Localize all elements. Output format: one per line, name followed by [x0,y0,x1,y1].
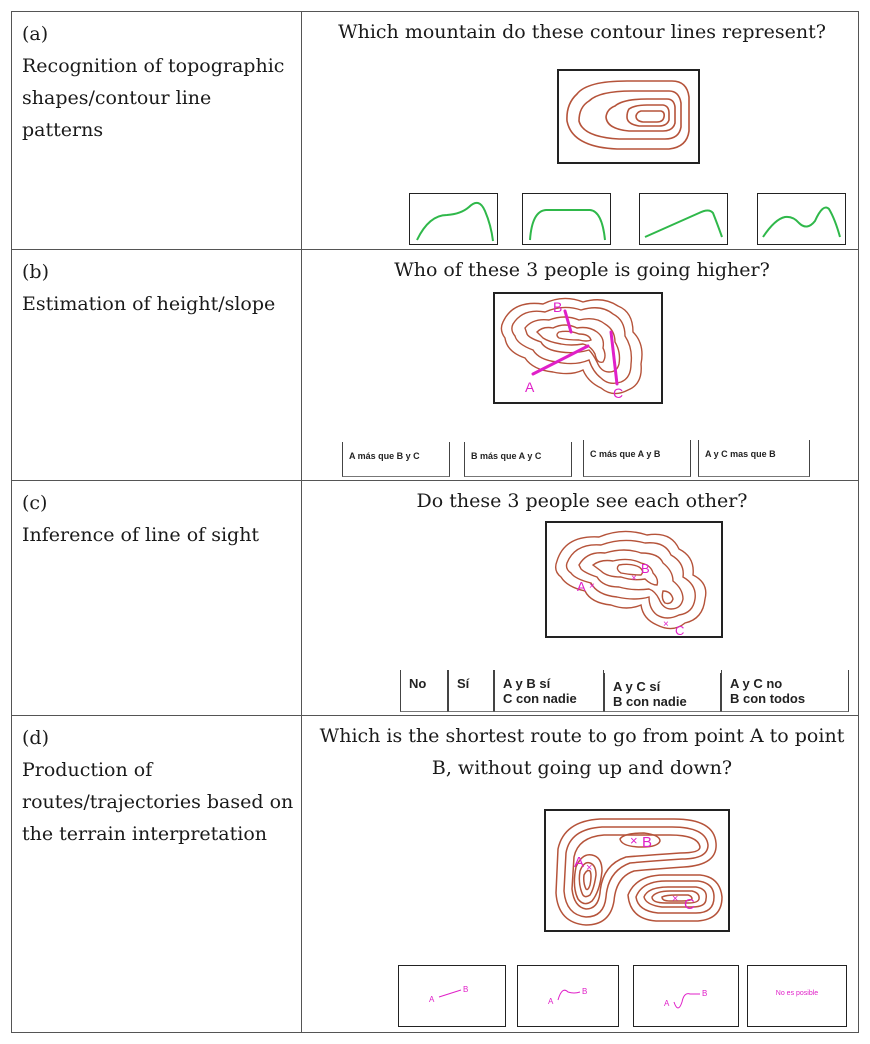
row-description-line: patterns [22,119,104,141]
map-label: C [613,385,623,401]
row-d: (d) Production of routes/trajectories ba… [12,716,858,1032]
answer-option-b3[interactable]: C más que A y B [583,440,691,477]
option-line: C con nadie [503,691,577,706]
option-line: B con todos [730,691,806,706]
map-label: C [684,896,695,913]
route-label-a: A [429,995,435,1004]
row-description-line: Inference of line of sight [22,524,260,546]
column-divider [301,12,302,249]
row-label: (c) [22,492,48,514]
column-divider [301,250,302,480]
question-line: Which mountain do these contour lines re… [338,21,826,43]
map-label: A [525,379,535,395]
route-option-3[interactable]: A B [633,965,739,1027]
option-line: A y C no [730,676,783,691]
answer-option-c4[interactable]: A y C sí B con nadie [604,673,721,712]
route-option-2[interactable]: A B [517,965,619,1027]
row-label: (a) [22,23,49,45]
row-description-line: Production of [22,759,153,781]
map-label: C [675,623,684,638]
option-line: B con nadie [613,694,687,709]
route-option-1[interactable]: A B [398,965,506,1027]
profile-option-4[interactable] [757,193,846,245]
map-marker: × [672,893,678,905]
option-line: A y C sí [613,679,661,694]
row-label: (d) [22,727,49,749]
route-drawing: A B [664,989,707,1009]
answer-option-b1[interactable]: A más que B y C [342,442,450,477]
route-label-b: B [582,987,587,996]
map-label: A [574,854,584,871]
row-description-line: Recognition of topographic [22,55,285,77]
row-c-question: Do these 3 people see each other? [308,485,856,517]
answer-option-c2[interactable]: Sí [448,670,494,712]
row-b-left-cell: (b) Estimation of height/slope [22,256,294,320]
map-label: A [577,579,586,594]
map-label: B [641,561,650,576]
map-label: B [553,299,562,315]
row-label: (b) [22,261,49,283]
column-divider [301,716,302,1032]
profile-option-3[interactable] [639,193,728,245]
route-label-b: B [702,989,707,998]
row-a: (a) Recognition of topographic shapes/co… [12,12,858,250]
map-marker: × [586,862,592,874]
route-label-b: B [463,985,468,994]
answer-option-b4[interactable]: A y C mas que B [698,440,810,477]
contour-map-b: B A C [493,292,663,404]
question-line: B, without going up and down? [431,757,733,779]
task-table: (a) Recognition of topographic shapes/co… [11,11,859,1033]
question-line: Do these 3 people see each other? [416,490,748,512]
option-line: No [409,676,427,691]
row-d-question: Which is the shortest route to go from p… [308,720,856,784]
row-description-line: the terrain interpretation [22,823,267,845]
route-no-option-label: No es posible [775,990,819,997]
row-d-left-cell: (d) Production of routes/trajectories ba… [22,722,294,850]
row-c-left-cell: (c) Inference of line of sight [22,487,294,551]
option-line: A y B sí [503,676,551,691]
route-option-4[interactable]: No es posible [747,965,847,1027]
map-marker: × [630,833,638,848]
answer-option-c5[interactable]: A y C no B con todos [721,670,849,712]
row-b: (b) Estimation of height/slope Who of th… [12,250,858,481]
row-a-left-cell: (a) Recognition of topographic shapes/co… [22,18,294,146]
column-divider [301,481,302,715]
contour-map-d: × B A × × C [544,809,730,932]
option-line: Sí [457,676,470,691]
answer-option-b2[interactable]: B más que A y C [464,442,572,477]
question-line: Who of these 3 people is going higher? [394,259,770,281]
contour-map-c: A × × B × C [545,521,723,638]
map-marker: × [663,619,669,630]
route-drawing: A B [548,987,587,1006]
contour-map-a [557,69,700,164]
route-label-a: A [548,997,554,1006]
profile-option-2[interactable] [522,193,611,245]
row-c: (c) Inference of line of sight Do these … [12,481,858,716]
question-line: Which is the shortest route to go from p… [319,725,845,747]
map-marker: × [631,573,637,584]
row-b-question: Who of these 3 people is going higher? [308,254,856,286]
route-label-a: A [664,999,670,1008]
profile-option-1[interactable] [409,193,498,245]
answer-option-c3[interactable]: A y B sí C con nadie [494,670,604,712]
row-description-line: routes/trajectories based on [22,791,294,813]
row-a-question: Which mountain do these contour lines re… [308,16,856,48]
answer-option-c1[interactable]: No [400,670,448,712]
route-drawing: A B [429,985,468,1004]
map-marker: × [589,581,595,592]
row-description-line: shapes/contour line [22,87,212,109]
row-description-line: Estimation of height/slope [22,293,276,315]
map-label: B [642,834,652,851]
